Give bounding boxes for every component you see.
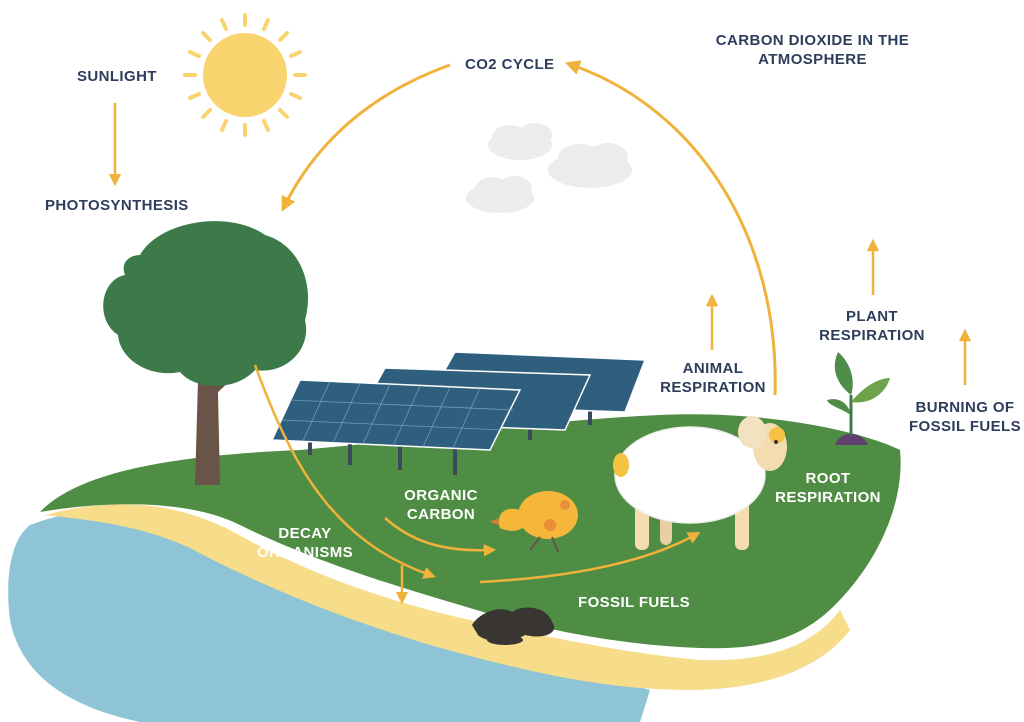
sand-shore <box>45 504 850 690</box>
organic-carbon-arrow <box>384 517 497 557</box>
sun-icon <box>183 13 307 137</box>
label-organic-carbon: ORGANIC CARBON <box>396 486 486 524</box>
label-plant-respiration-line2: RESPIRATION <box>819 327 925 344</box>
label-co2-atmosphere: CARBON DIOXIDE IN THE ATMOSPHERE <box>705 31 920 69</box>
sheep-icon <box>613 416 787 550</box>
label-root-respiration: ROOT RESPIRATION <box>768 469 888 507</box>
label-decay-organisms: DECAY ORGANISMS <box>250 524 360 562</box>
label-burning-fossil-fuels: BURNING OF FOSSIL FUELS <box>906 398 1024 436</box>
tree-icon <box>103 221 309 485</box>
chicken-icon <box>490 491 578 553</box>
label-organic-carbon-line2: CARBON <box>406 506 476 523</box>
label-animal-respiration: ANIMAL RESPIRATION <box>652 359 774 397</box>
label-animal-respiration-line1: ANIMAL <box>682 360 744 377</box>
label-animal-respiration-line2: RESPIRATION <box>660 379 766 396</box>
label-burning-line1: BURNING OF <box>915 399 1015 416</box>
label-root-respiration-line1: ROOT <box>805 470 851 487</box>
label-root-respiration-line2: RESPIRATION <box>775 489 881 506</box>
label-decay-line2: ORGANISMS <box>256 544 354 561</box>
oil-puddle-icon <box>472 607 555 645</box>
label-co2-atmosphere-line1: CARBON DIOXIDE IN THE <box>715 32 910 49</box>
cycle-arrow-left <box>281 63 451 212</box>
plant-sprout-icon <box>827 352 890 445</box>
label-sunlight: SUNLIGHT <box>77 68 157 85</box>
label-decay-line1: DECAY <box>278 525 332 542</box>
label-fossil-fuels: FOSSIL FUELS <box>578 594 691 611</box>
label-plant-respiration-line1: PLANT <box>846 308 898 325</box>
label-plant-respiration: PLANT RESPIRATION <box>812 307 932 345</box>
label-burning-line2: FOSSIL FUELS <box>908 418 1022 435</box>
label-co2-atmosphere-line2: ATMOSPHERE <box>758 51 867 68</box>
label-co2-cycle: CO2 CYCLE <box>465 56 555 73</box>
decay-arrow <box>253 364 436 579</box>
cycle-arrow-right <box>564 60 777 396</box>
cloud-icon <box>466 123 632 213</box>
water-body <box>8 510 651 722</box>
solar-panel-icon <box>270 351 647 475</box>
label-organic-carbon-line1: ORGANIC <box>404 487 478 504</box>
fossil-fuel-arrow <box>479 532 701 584</box>
label-photosynthesis: PHOTOSYNTHESIS <box>45 197 189 214</box>
